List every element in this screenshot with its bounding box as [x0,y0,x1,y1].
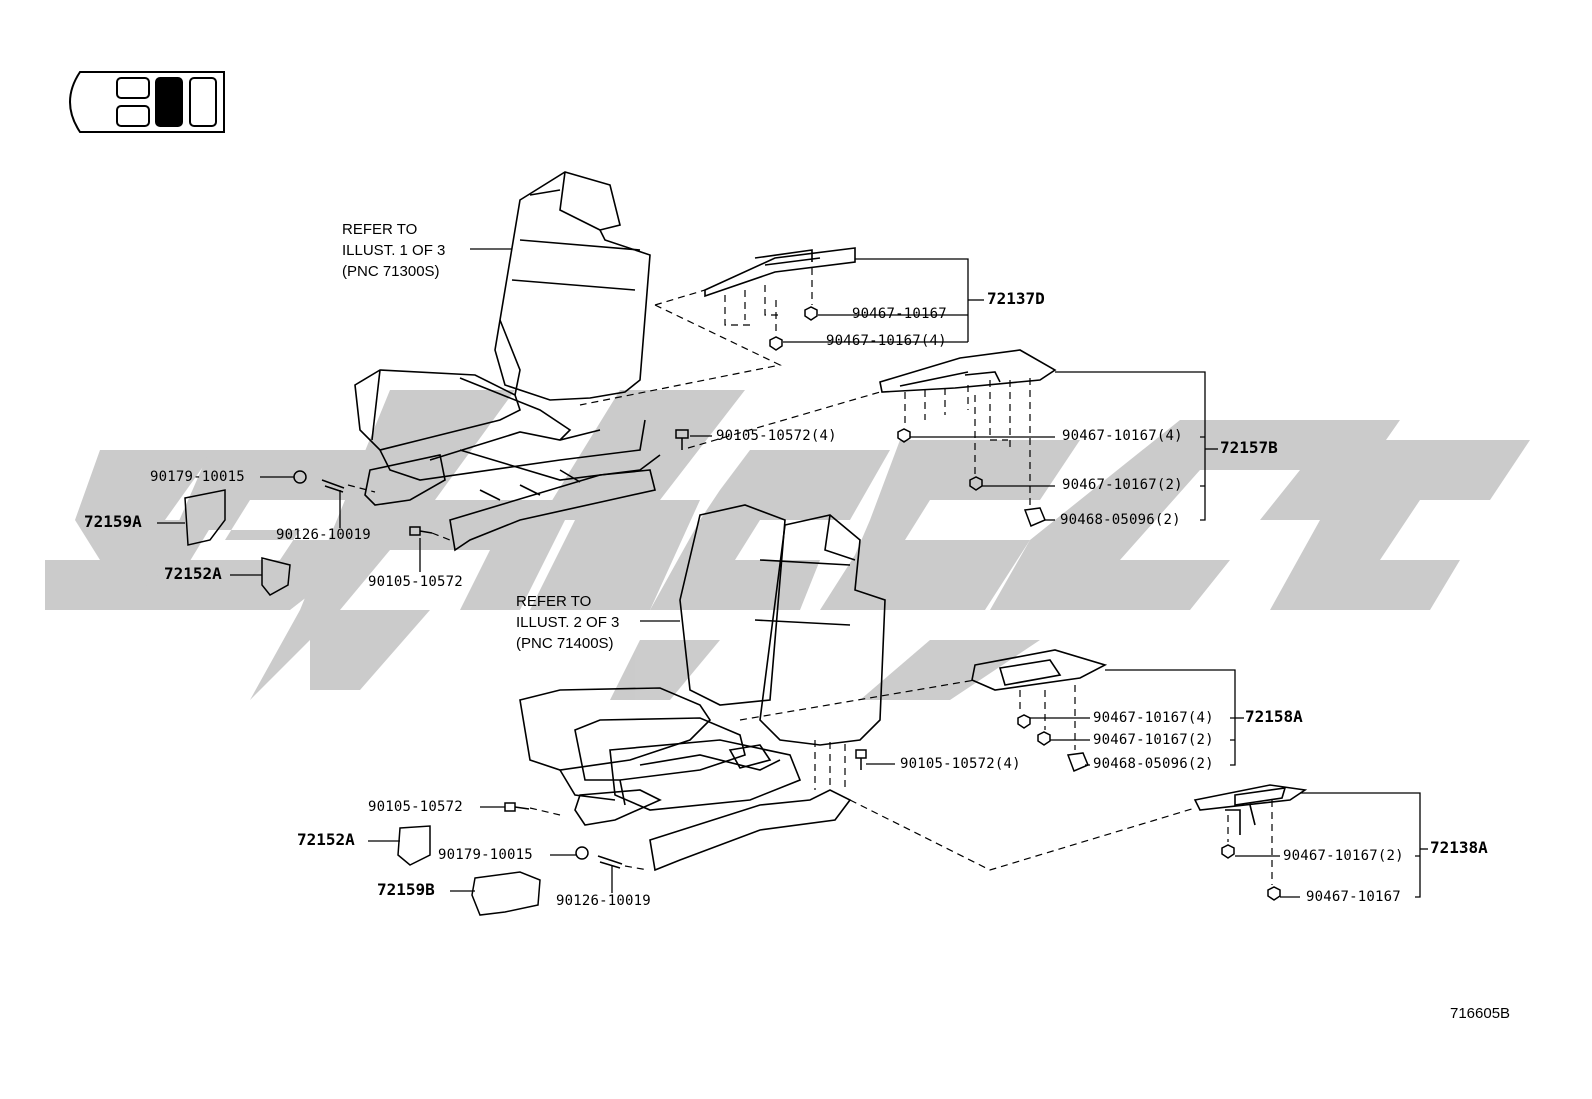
group-label-72159A[interactable]: 72159A [84,512,142,531]
reference-line: (PNC 71400S) [516,635,614,652]
fasteners [184,306,1281,916]
assembly-lines [347,268,1273,885]
part-label[interactable]: 90126-10019 [556,893,651,909]
part-label[interactable]: 90468-05096(2) [1093,756,1214,772]
part-label[interactable]: 90105-10572(4) [900,756,1021,772]
leader-lines [157,248,1428,898]
part-label[interactable]: 90467-10167(4) [1062,428,1183,444]
part-label[interactable]: 90179-10015 [150,469,245,485]
group-label-72152A[interactable]: 72152A [164,564,222,583]
reference-line: REFER TO [516,593,592,610]
diagram-code: 716605B [1450,1005,1511,1022]
part-label[interactable]: 90126-10019 [276,527,371,543]
reference-line: ILLUST. 1 OF 3 [342,242,446,259]
part-label[interactable]: 90467-10167(2) [1283,848,1404,864]
lower-seat-illustration [519,504,886,872]
group-label-72158A[interactable]: 72158A [1245,707,1303,726]
group-label-72157B[interactable]: 72157B [1220,438,1278,457]
part-label[interactable]: 90105-10572(4) [716,428,837,444]
group-label-72138A[interactable]: 72138A [1430,838,1488,857]
watermark-shapes [45,390,1530,700]
reference-line: (PNC 71300S) [342,263,440,280]
part-label[interactable]: 90467-10167 [852,306,947,322]
part-label[interactable]: 90467-10167(2) [1062,477,1183,493]
reference-line: ILLUST. 2 OF 3 [516,614,620,631]
part-label[interactable]: 90467-10167 [1306,889,1401,905]
part-label[interactable]: 90105-10572 [368,799,463,815]
seat-layout-icon [69,71,225,133]
part-label[interactable]: 90105-10572 [368,574,463,590]
reference-line: REFER TO [342,221,418,238]
part-label[interactable]: 90179-10015 [438,847,533,863]
reference-note-seat-1: REFER TO ILLUST. 1 OF 3 (PNC 71300S) [342,219,445,282]
trim-pieces [704,247,1308,835]
part-label[interactable]: 90467-10167(4) [826,333,947,349]
group-label-72159B[interactable]: 72159B [377,880,435,899]
upper-seat-illustration [354,171,661,552]
part-label[interactable]: 90467-10167(4) [1093,710,1214,726]
reference-note-seat-2: REFER TO ILLUST. 2 OF 3 (PNC 71400S) [516,591,619,654]
group-label-72152A[interactable]: 72152A [297,830,355,849]
group-label-72137D[interactable]: 72137D [987,289,1045,308]
part-label[interactable]: 90467-10167(2) [1093,732,1214,748]
part-label[interactable]: 90468-05096(2) [1060,512,1181,528]
